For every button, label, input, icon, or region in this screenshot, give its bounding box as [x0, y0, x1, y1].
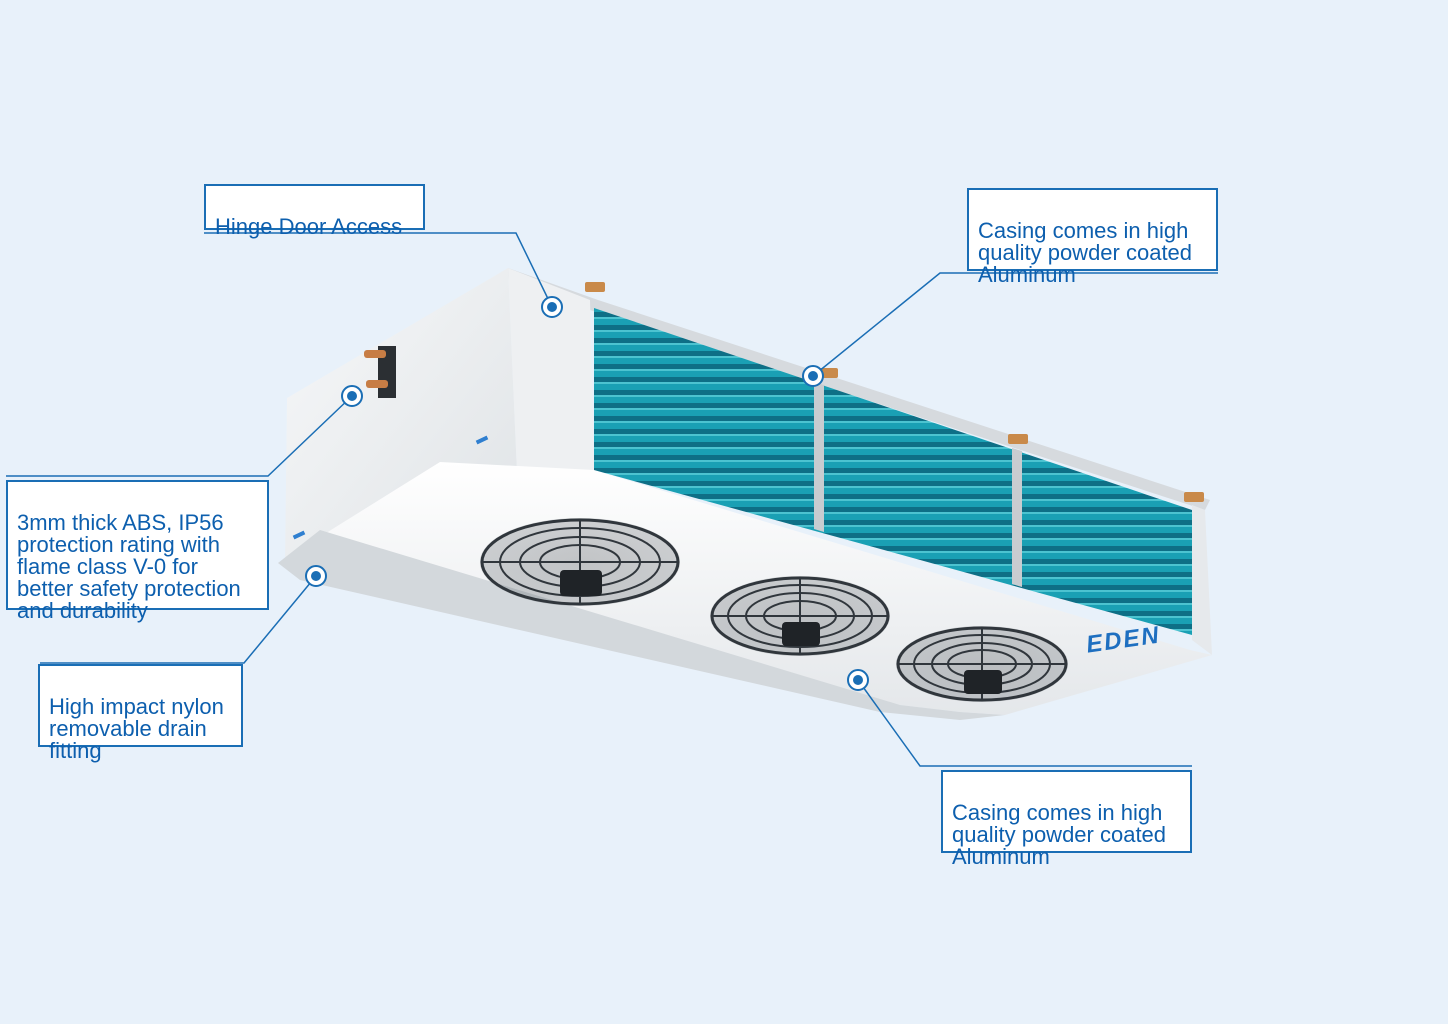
callout-abs-rating: 3mm thick ABS, IP56 protection rating wi… — [6, 480, 269, 622]
callout-drain-fitting: High impact nylon removable drain fittin… — [38, 664, 243, 762]
target-dot-icon — [802, 365, 824, 387]
leader-drain-fitting — [40, 575, 317, 664]
housing-tag-2 — [292, 530, 306, 540]
target-dot-icon — [305, 565, 327, 587]
markers — [305, 296, 869, 691]
casing-top-edge — [505, 268, 1210, 510]
coil-divider-2 — [1012, 448, 1022, 587]
leader-casing-bottom — [857, 679, 1192, 767]
target-dot-icon — [847, 669, 869, 691]
coil-block — [594, 308, 1192, 635]
callout-drain-fitting-text: High impact nylon removable drain fittin… — [49, 694, 224, 763]
casing-bottom-lip — [278, 530, 1005, 720]
callout-casing-bottom: Casing comes in high quality powder coat… — [941, 770, 1192, 868]
callout-abs-rating-text: 3mm thick ABS, IP56 protection rating wi… — [17, 510, 241, 623]
callout-casing-top-text: Casing comes in high quality powder coat… — [978, 218, 1193, 287]
target-dot-icon — [341, 385, 363, 407]
target-dot-icon — [541, 296, 563, 318]
leader-hinge-door — [204, 232, 553, 308]
evaporator-unit: EDEN — [278, 268, 1212, 720]
callout-casing-top: Casing comes in high quality powder coat… — [967, 188, 1218, 286]
leader-abs-rating — [6, 395, 353, 477]
leader-lines — [6, 232, 1218, 767]
callout-casing-bottom-text: Casing comes in high quality powder coat… — [952, 800, 1167, 869]
housing-tag-1 — [475, 435, 489, 445]
fan-1 — [480, 518, 680, 606]
right-end-cap — [1192, 505, 1212, 655]
leader-casing-top — [812, 272, 1218, 377]
coil-divider-1 — [814, 382, 824, 532]
refrigerant-pipes — [364, 346, 396, 398]
callout-hinge-door-text: Hinge Door Access — [215, 214, 403, 239]
callout-hinge-door: Hinge Door Access — [204, 184, 425, 238]
fan-3 — [896, 626, 1068, 702]
fan-2 — [710, 576, 890, 656]
